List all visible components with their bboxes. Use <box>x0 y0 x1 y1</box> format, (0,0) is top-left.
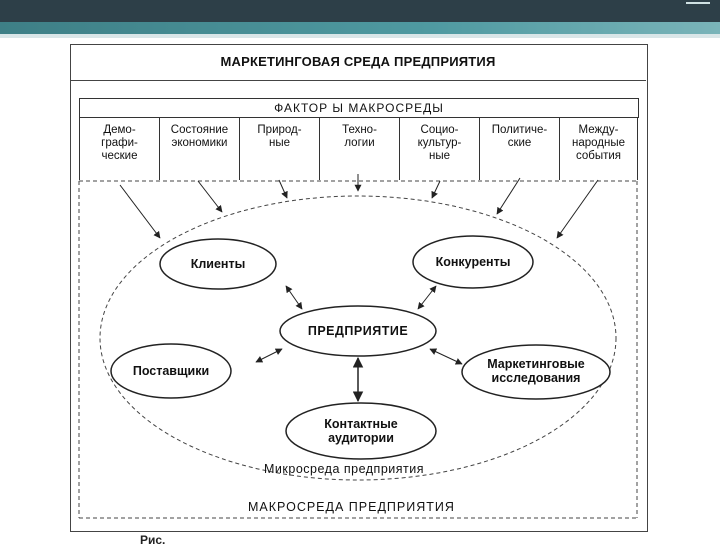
label-clients: Клиенты <box>190 257 246 271</box>
label-competitors: Конкуренты <box>435 255 511 269</box>
node-audiences <box>285 402 437 460</box>
factor-demographic: Демо-графи-ческие <box>79 118 159 180</box>
node-competitors <box>412 235 534 289</box>
slide-banner-stripe <box>0 22 720 34</box>
factor-sociocultural: Социо-культур-ные <box>399 118 479 180</box>
arrow-natural <box>278 179 288 199</box>
slide-banner-top <box>0 0 720 22</box>
link-research-enterprise <box>429 348 463 365</box>
figure-caption-cut: Рис. <box>140 533 166 547</box>
link-competitors-enterprise <box>417 285 437 310</box>
macro-environment-label: МАКРОСРЕДА ПРЕДПРИЯТИЯ <box>248 500 455 514</box>
arrow-economy <box>197 180 223 213</box>
node-research <box>461 344 611 400</box>
corner-mark <box>686 2 710 4</box>
micro-environment-label: Микросреда предприятия <box>264 462 425 476</box>
title-bar <box>70 44 646 81</box>
factor-row-right-border <box>637 118 638 180</box>
node-clients <box>159 238 277 290</box>
link-clients-enterprise <box>285 285 303 310</box>
slide-banner-fade <box>0 34 720 38</box>
link-suppliers-enterprise <box>255 348 283 363</box>
arrow-international <box>556 179 599 239</box>
arrow-sociocultural <box>431 180 441 199</box>
label-enterprise: ПРЕДПРИЯТИЕ <box>307 324 409 338</box>
micro-environment-ellipse <box>99 195 617 481</box>
factor-natural: Природ-ные <box>239 118 319 180</box>
arrow-political <box>496 177 521 215</box>
label-suppliers: Поставщики <box>132 364 210 378</box>
node-enterprise <box>279 305 437 357</box>
factor-political: Политиче-ские <box>479 118 559 180</box>
factor-technology: Техно-логии <box>319 118 399 180</box>
arrow-demographic <box>119 184 161 239</box>
node-suppliers <box>110 343 232 399</box>
diagram-title: МАРКЕТИНГОВАЯ СРЕДА ПРЕДПРИЯТИЯ <box>220 54 496 69</box>
macro-factors-header: ФАКТОР Ы МАКРОСРЕДЫ <box>79 98 639 118</box>
